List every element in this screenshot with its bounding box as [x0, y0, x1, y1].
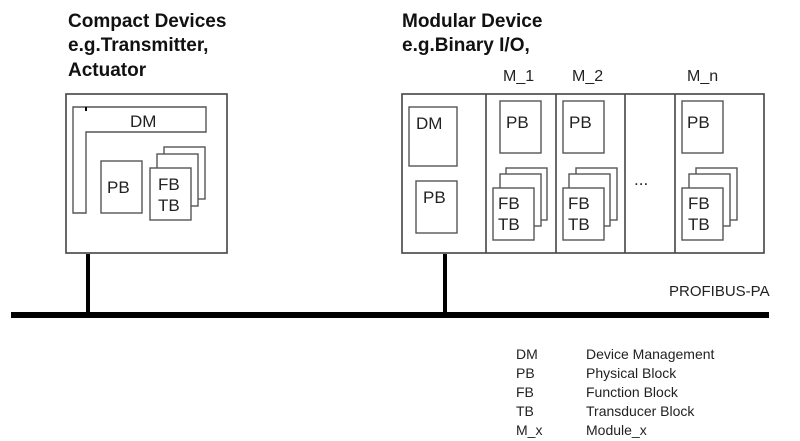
legend: DM Device Management PB Physical Block F…	[516, 346, 715, 438]
compact-device: DM PB FB TB	[65, 93, 228, 254]
module-n-tb-label: TB	[688, 215, 710, 234]
compact-device-drop-line	[86, 254, 90, 315]
module-2-pb-label: PB	[569, 113, 592, 132]
compact-fb-label: FB	[158, 175, 180, 194]
module-1-pb-block	[499, 100, 542, 154]
module-n-fb-label: FB	[688, 194, 710, 213]
module-2-fb-label: FB	[568, 194, 590, 213]
module-1-pb-label: PB	[506, 113, 529, 132]
compact-tb-label: TB	[158, 196, 180, 215]
module-1-name: M_1	[503, 68, 534, 85]
bus-label: PROFIBUS-PA	[669, 283, 770, 300]
module-n-pb-block	[681, 100, 724, 154]
module-2-tb-label: TB	[568, 215, 590, 234]
legend-meaning-mx: Module_x	[586, 422, 647, 438]
legend-meaning-fb: Function Block	[586, 384, 679, 400]
head-pb-label: PB	[423, 188, 446, 207]
modules-ellipsis: ...	[634, 170, 648, 189]
modular-title-line-2: e.g.Binary I/O,	[402, 35, 530, 56]
compact-title-line-3: Actuator	[68, 60, 147, 81]
legend-meaning-pb: Physical Block	[586, 365, 677, 381]
legend-abbr-fb: FB	[516, 384, 534, 400]
compact-dm-block	[72, 106, 207, 214]
module-1-tb-label: TB	[498, 215, 520, 234]
module-n: PB FB TB	[681, 100, 738, 241]
head-dm-label: DM	[416, 114, 442, 133]
legend-meaning-dm: Device Management	[586, 346, 715, 362]
modular-device: DM PB PB FB TB PB FB TB ...	[401, 93, 765, 254]
legend-abbr-tb: TB	[516, 403, 534, 419]
modular-device-drop-line	[443, 254, 447, 315]
compact-title-line-2: e.g.Transmitter,	[68, 35, 208, 56]
modular-title-line-1: Modular Device	[402, 11, 542, 32]
module-n-name: M_n	[687, 68, 718, 85]
module-2: PB FB TB	[562, 100, 618, 241]
module-1-fb-label: FB	[498, 194, 520, 213]
compact-dm-label: DM	[130, 112, 156, 131]
head-dm-block	[408, 106, 458, 167]
compact-pb-block	[100, 160, 143, 214]
head-pb-block	[415, 180, 458, 234]
legend-meaning-tb: Transducer Block	[586, 403, 695, 419]
module-2-pb-block	[562, 100, 605, 154]
legend-abbr-dm: DM	[516, 346, 538, 362]
compact-fb-stack-front	[149, 167, 192, 221]
module-n-fb-stack-front	[681, 187, 724, 241]
legend-abbr-pb: PB	[516, 365, 535, 381]
compact-title-line-1: Compact Devices	[68, 11, 226, 32]
module-1-fb-stack-front	[492, 187, 535, 241]
legend-abbr-mx: M_x	[516, 422, 542, 438]
module-2-fb-stack-front	[562, 187, 605, 241]
compact-pb-label: PB	[107, 178, 130, 197]
module-1: PB FB TB	[492, 100, 548, 241]
profibus-pa-bus-line	[11, 312, 769, 318]
module-2-name: M_2	[572, 68, 603, 85]
compact-device-title: Compact Devices e.g.Transmitter, Actuato…	[68, 11, 226, 81]
module-n-pb-label: PB	[687, 113, 710, 132]
modular-head: DM PB	[408, 106, 458, 234]
modular-device-title: Modular Device e.g.Binary I/O,	[402, 11, 542, 56]
